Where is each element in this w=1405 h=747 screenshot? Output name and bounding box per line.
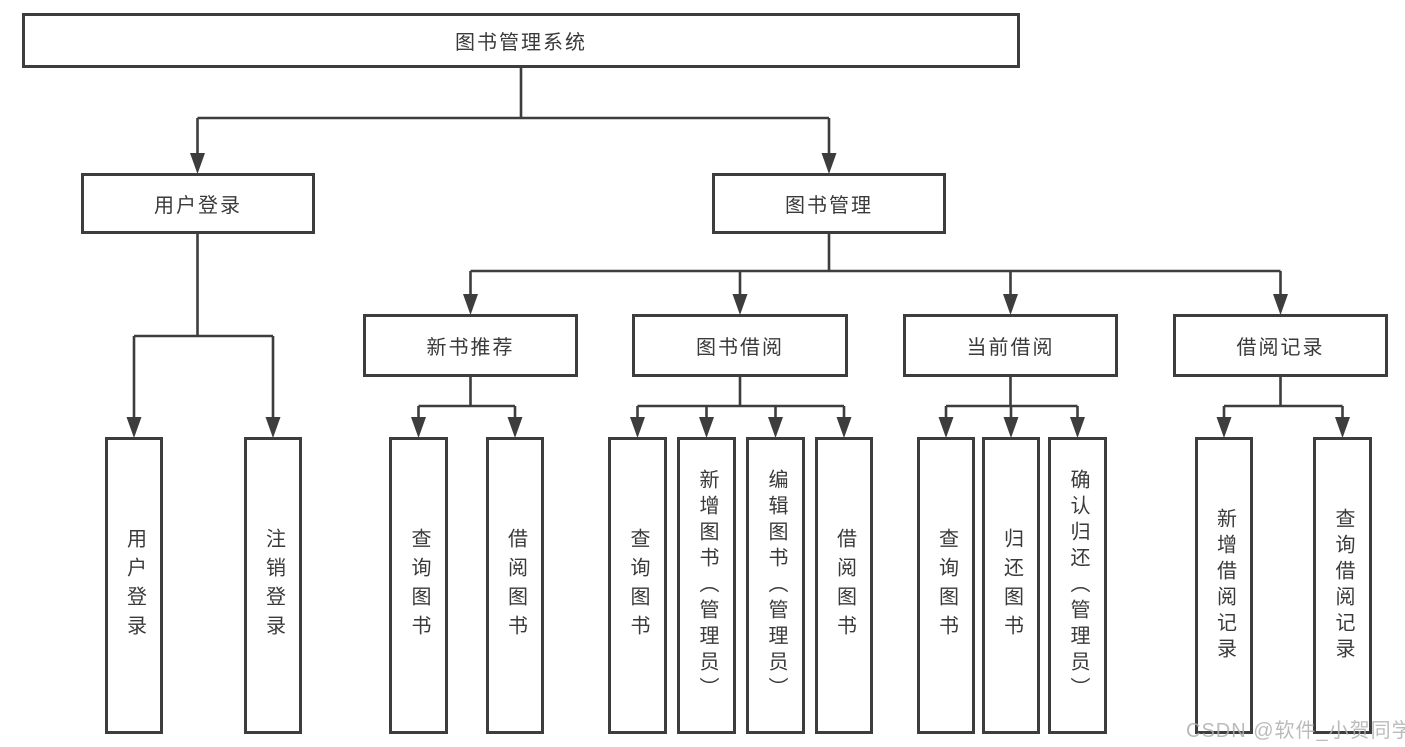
node-current-borrowing-label: 当前借阅 [966,337,1055,359]
node-book-borrowing-label: 图书借阅 [696,337,784,359]
node-borrow-books-recommend-label: 借阅图书 [504,527,527,644]
node-query-books-current-label: 查询图书 [935,527,958,644]
node-borrow-books-recommend: 借阅图书 [486,437,544,734]
node-borrow-books-leaf: 借阅图书 [815,437,873,734]
node-borrow-books-leaf-label: 借阅图书 [833,527,856,644]
node-confirm-return-admin-label: 确认归还（管理员） [1067,468,1089,703]
node-query-books-recommend-label: 查询图书 [408,527,430,644]
node-add-book-admin: 新增图书（管理员） [677,437,736,734]
node-root-label: 图书管理系统 [455,32,587,54]
node-query-borrow-record-label: 查询借阅记录 [1332,507,1354,664]
node-new-book-recommend-label: 新书推荐 [426,337,515,359]
node-add-borrow-record: 新增借阅记录 [1195,437,1253,734]
node-book-management: 图书管理 [712,173,946,234]
node-book-management-label: 图书管理 [785,195,873,217]
node-logout: 注销登录 [244,437,302,734]
node-user-login-branch: 用户登录 [81,173,315,234]
node-user-login-leaf-label: 用户登录 [123,527,146,644]
node-return-books-label: 归还图书 [1000,527,1023,644]
node-query-borrow-record: 查询借阅记录 [1313,437,1372,734]
node-add-book-admin-label: 新增图书（管理员） [696,468,718,703]
node-return-books: 归还图书 [982,437,1040,734]
node-confirm-return-admin: 确认归还（管理员） [1048,437,1107,734]
node-query-books-current: 查询图书 [917,437,975,734]
node-query-books-borrowing: 查询图书 [608,437,667,734]
node-user-login-leaf: 用户登录 [105,437,163,734]
node-book-borrowing: 图书借阅 [632,314,848,377]
node-edit-book-admin: 编辑图书（管理员） [746,437,805,734]
node-current-borrowing: 当前借阅 [903,314,1118,377]
node-borrowing-records-label: 借阅记录 [1236,337,1325,359]
node-new-book-recommend: 新书推荐 [363,314,578,377]
node-edit-book-admin-label: 编辑图书（管理员） [765,468,787,703]
csdn-watermark: CSDN @软件_小贺同学 [1186,720,1405,742]
node-borrowing-records: 借阅记录 [1173,314,1388,377]
node-root: 图书管理系统 [22,13,1020,68]
node-user-login-branch-label: 用户登录 [154,195,242,217]
node-logout-label: 注销登录 [262,527,285,644]
node-add-borrow-record-label: 新增借阅记录 [1213,507,1236,664]
node-query-books-recommend: 查询图书 [389,437,448,734]
node-query-books-borrowing-label: 查询图书 [627,527,649,644]
